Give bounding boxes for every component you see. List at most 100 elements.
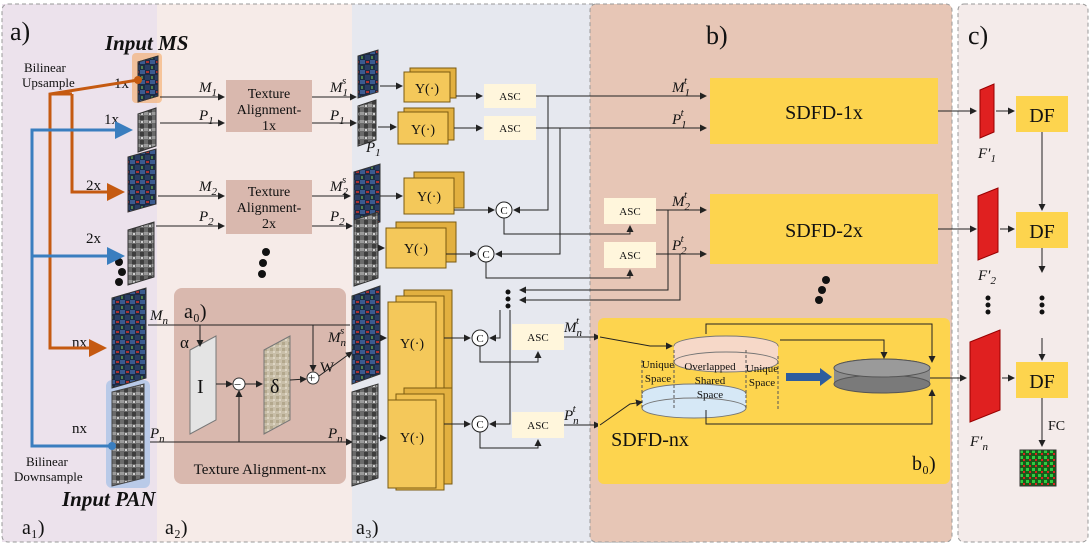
- svg-text:Unique: Unique: [642, 359, 675, 371]
- label-mns: Mns: [327, 325, 347, 349]
- label-p2-in: P2: [198, 209, 214, 228]
- label-m2t: M2t: [671, 189, 691, 213]
- label-m2s: M2s: [329, 174, 349, 198]
- svg-text:Υ(·): Υ(·): [404, 242, 428, 257]
- svg-text:Texture Alignment-nx: Texture Alignment-nx: [194, 462, 327, 478]
- svg-text:Texture: Texture: [248, 185, 291, 200]
- label-pn-out: Pn: [327, 426, 343, 445]
- ellipsis-dot: [1039, 302, 1045, 308]
- svg-text:1x: 1x: [262, 119, 276, 134]
- ellipsis-dot: [505, 303, 511, 309]
- svg-text:2x: 2x: [262, 217, 276, 232]
- svg-text:DF: DF: [1029, 371, 1055, 393]
- ellipsis-dot: [818, 286, 826, 294]
- plus-node: [306, 371, 320, 385]
- label-p2t: P2t: [671, 233, 687, 257]
- upsample-line1: Bilinear: [24, 60, 67, 75]
- svg-text:ASC: ASC: [619, 250, 640, 262]
- ellipsis-dot: [262, 248, 270, 256]
- feature-map-n: F′n: [969, 329, 1001, 453]
- upsample-line2: Upsample: [22, 75, 75, 90]
- svg-text:−: −: [234, 377, 241, 392]
- svg-text:ASC: ASC: [499, 91, 520, 103]
- psi-block-m1: Υ(·): [403, 67, 457, 103]
- svg-text:I: I: [197, 376, 204, 398]
- concat-node-np: C: [471, 415, 489, 433]
- feature-map-2: F′2: [977, 187, 999, 287]
- upsample-node: [134, 76, 142, 84]
- ellipsis-dot: [822, 276, 830, 284]
- fusion-result-image: [1019, 449, 1057, 487]
- svg-text:DF: DF: [1029, 221, 1055, 243]
- downsample-line2: Downsample: [14, 469, 83, 484]
- svg-text:C: C: [476, 419, 483, 431]
- svg-text:Space: Space: [697, 389, 723, 401]
- ms-image-2x: [127, 148, 157, 213]
- psi-block-pn: Υ(·): [387, 387, 453, 491]
- label-f1: F′1: [977, 146, 996, 165]
- svg-text:Overlapped: Overlapped: [684, 361, 736, 373]
- input-pan-title: Input PAN: [61, 487, 156, 511]
- asc-mn: ASC: [512, 324, 564, 350]
- ellipsis-dot: [815, 296, 823, 304]
- svg-text:Υ(·): Υ(·): [400, 337, 424, 352]
- downsample-line1: Bilinear: [26, 454, 69, 469]
- svg-text:Υ(·): Υ(·): [417, 190, 441, 205]
- label-c: c): [968, 21, 988, 50]
- label-pnt: Pnt: [563, 403, 579, 427]
- label-p2-out: P2: [329, 209, 345, 228]
- svg-text:C: C: [476, 333, 483, 345]
- svg-text:Υ(·): Υ(·): [415, 82, 439, 97]
- fuse-arrow: [786, 368, 832, 386]
- ta-input-arrows: [156, 93, 357, 230]
- feat-ms-1x: [357, 49, 379, 99]
- label-pn-in: Pn: [149, 426, 165, 445]
- a3-arrows: [378, 82, 707, 449]
- upsample-arrows: [48, 78, 139, 357]
- c-arrows: [996, 107, 1046, 447]
- label-a2: a₂): [165, 517, 188, 539]
- svg-text:ASC: ASC: [619, 206, 640, 218]
- svg-text:Υ(·): Υ(·): [400, 431, 424, 446]
- ellipsis-dot: [505, 289, 511, 295]
- df-block-1: DF: [1016, 96, 1068, 132]
- svg-text:C: C: [482, 249, 489, 261]
- sdfd-1x-block: SDFD-1x: [710, 78, 938, 144]
- ellipsis-dot: [115, 258, 123, 266]
- label-m1t: M1t: [671, 75, 690, 99]
- svg-text:ASC: ASC: [527, 332, 548, 344]
- svg-text:Unique: Unique: [746, 363, 779, 375]
- ellipsis-dot: [1039, 309, 1045, 315]
- psi-block-p1: Υ(·): [397, 107, 455, 145]
- scale-2x-ms: 2x: [86, 178, 102, 194]
- svg-text:α: α: [180, 333, 189, 352]
- label-m1-in: M1: [198, 80, 217, 99]
- label-b0: b₀): [912, 453, 936, 475]
- asc-p1: ASC: [484, 116, 536, 140]
- feat-pan-2x: [353, 211, 379, 287]
- feature-map-1: F′1: [977, 83, 996, 165]
- ellipsis-dot: [258, 270, 266, 278]
- label-p1-a3: P1: [365, 140, 381, 159]
- psi-block-m2: Υ(·): [403, 171, 465, 215]
- ellipsis-dot: [1039, 295, 1045, 301]
- label-p1t: P1t: [671, 107, 687, 131]
- svg-text:δ: δ: [270, 376, 279, 398]
- asc-p2: ASC: [604, 242, 656, 268]
- sdfd-nx-block: SDFD-nx b₀) Unique Space Overlapped Shar…: [598, 318, 950, 484]
- concat-node-nm: C: [471, 329, 489, 347]
- svg-text:ASC: ASC: [527, 420, 548, 432]
- sdfd-2x-block: SDFD-2x: [710, 194, 938, 264]
- svg-text:ASC: ASC: [499, 123, 520, 135]
- panel-a-border: [1, 3, 699, 543]
- asc-pn: ASC: [512, 412, 564, 438]
- feat-pan-nx: [351, 383, 379, 487]
- pan-image-1x: [137, 107, 157, 153]
- asc-m2: ASC: [604, 198, 656, 224]
- delta-block: [263, 335, 291, 435]
- label-a1: a₁): [22, 517, 45, 539]
- ta-nx-detail: a₀) Texture Alignment-nx α I δ − + W: [174, 288, 346, 484]
- label-b: b): [706, 21, 728, 50]
- df-block-n: DF: [1016, 362, 1068, 398]
- concat-node-2p: C: [477, 245, 495, 263]
